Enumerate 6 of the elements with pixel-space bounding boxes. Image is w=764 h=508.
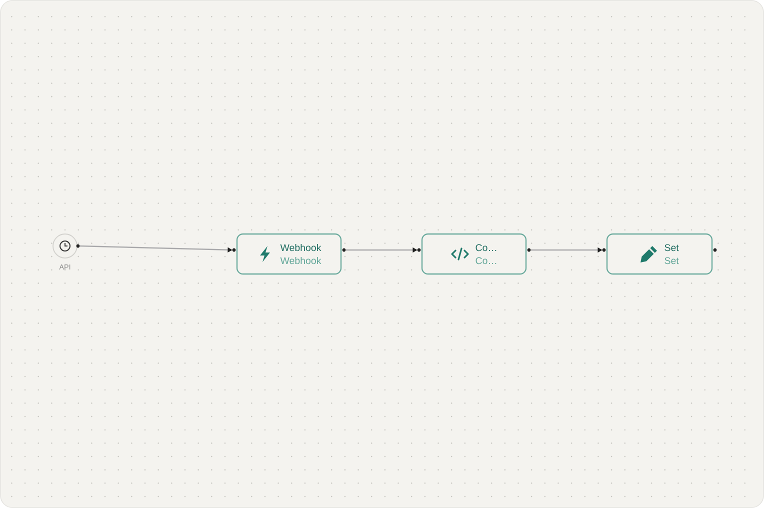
node-title: Set bbox=[664, 244, 679, 252]
node-subtitle: Webhook bbox=[280, 256, 322, 264]
node-title: Co… bbox=[476, 244, 496, 252]
node-subtitle: Set bbox=[664, 257, 679, 264]
node-title: Webhook bbox=[280, 244, 322, 252]
node-subtitle: Co… bbox=[476, 257, 496, 264]
